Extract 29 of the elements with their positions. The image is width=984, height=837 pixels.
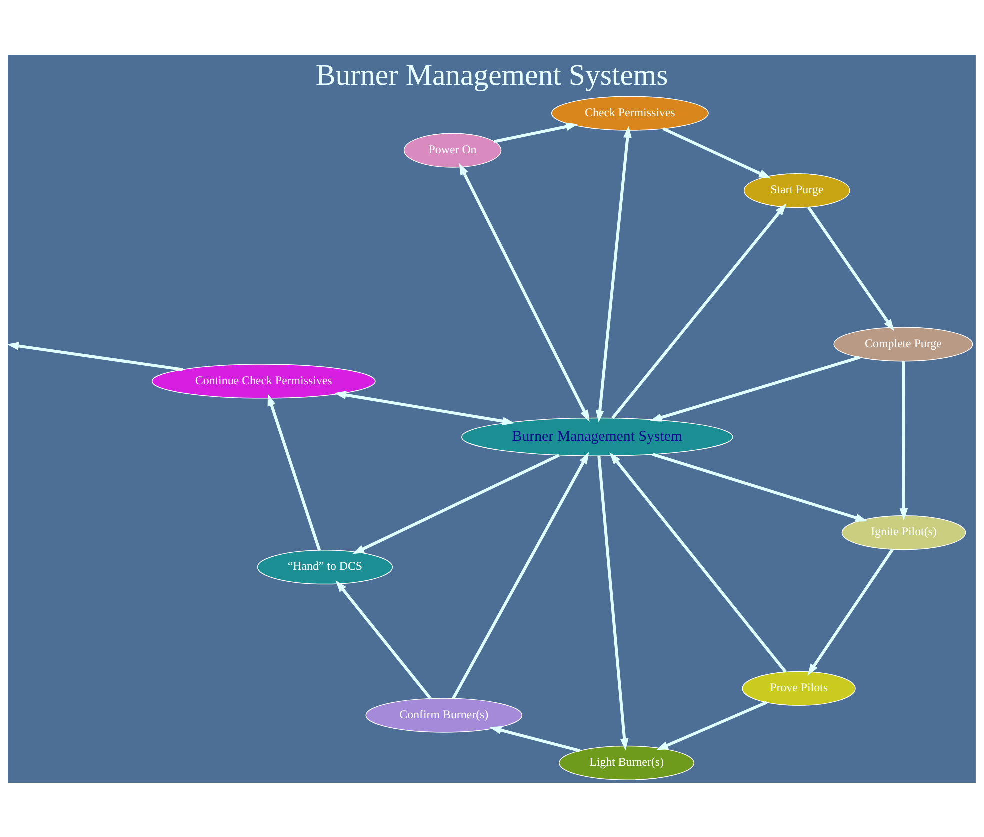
arrow (808, 548, 894, 676)
arrow (268, 394, 322, 550)
arrow (352, 454, 560, 554)
arrow (8, 342, 184, 371)
arrow (334, 390, 515, 426)
diagram-title: Burner Management Systems (316, 58, 668, 92)
arrow (612, 203, 787, 419)
node-ellipse: Power On (404, 132, 502, 168)
node-ellipse: Confirm Burner(s) (366, 698, 523, 732)
arrow (452, 452, 590, 699)
arrow (807, 206, 894, 331)
arrow (494, 122, 578, 143)
node-ellipse: Start Purge (744, 172, 850, 208)
arrow (596, 126, 632, 422)
arrow (336, 580, 432, 700)
node-ellipse: Ignite Pilot(s) (842, 515, 966, 550)
arrow (652, 452, 868, 522)
node-ellipse: Prove Pilots (742, 670, 856, 706)
arrow (490, 726, 580, 752)
arrow (598, 456, 629, 750)
arrow (900, 360, 908, 520)
arrow (662, 127, 772, 178)
arrow (650, 356, 860, 422)
node-ellipse: “Hand” to DCS (257, 550, 393, 584)
arrow (610, 452, 787, 673)
node-ellipse: Light Burner(s) (559, 745, 695, 780)
arrow (459, 162, 590, 422)
node-ellipse: Complete Purge (834, 326, 974, 362)
arrow (656, 700, 768, 750)
